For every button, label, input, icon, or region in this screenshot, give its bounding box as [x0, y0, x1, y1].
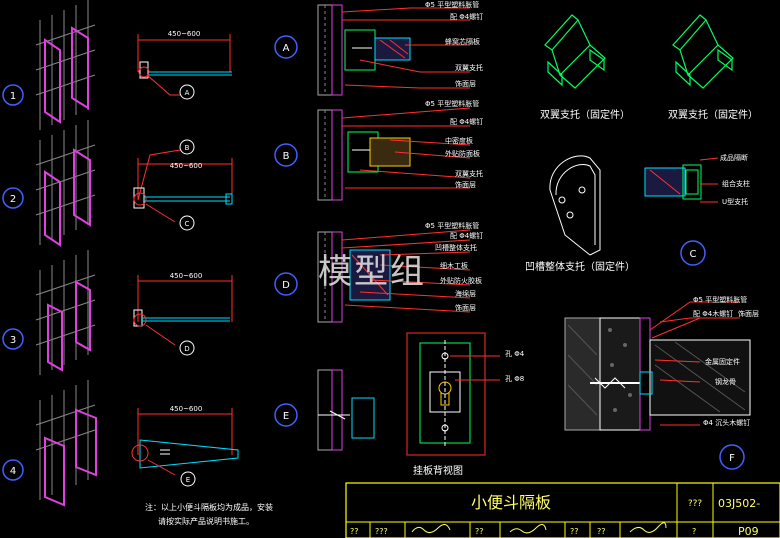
- label-d-5: 海绵层: [455, 289, 476, 298]
- wing-support-2-label: 双翼支托（固定件）: [668, 108, 758, 121]
- wing-support-1-label: 双翼支托（固定件）: [540, 108, 630, 121]
- title-block: 小便斗隔板 ??? 03J502- P09 ?? ??? ?? ?? ?? ?: [345, 482, 780, 538]
- plan-view-1: 450~600 A: [137, 30, 232, 100]
- label-a-1: 配 Φ4螺钉: [450, 12, 483, 21]
- dimension-label: 450~600: [170, 162, 203, 170]
- callout-a-plan: A: [185, 89, 190, 97]
- detail-marker-c: C: [690, 249, 697, 260]
- variant-marker-1: 1: [2, 84, 24, 106]
- title-block-q1: ???: [688, 499, 703, 509]
- signature-3: [629, 522, 667, 533]
- label-c-2: U型支托: [722, 197, 748, 206]
- tb-cell-1: ???: [375, 527, 388, 536]
- board-back-title: 挂板背视图: [413, 464, 463, 477]
- callout-d-plan: D: [184, 345, 189, 353]
- board-back-view: 孔 Φ4 孔 Φ8 挂板背视图: [406, 332, 525, 477]
- iso-sketch-1: [35, 0, 96, 130]
- dimension-label: 450~600: [170, 272, 203, 280]
- tb-cell-2: ??: [475, 527, 484, 536]
- detail-marker-d: D: [282, 280, 290, 291]
- variant-number: 3: [10, 335, 16, 346]
- label-a-4: 饰面层: [455, 79, 476, 88]
- label-f-4: 钢龙骨: [715, 377, 736, 386]
- plan-view-2: B 450~600 C: [133, 139, 233, 231]
- detail-c: 成品隔断 组合支柱 U型支托 C: [644, 153, 750, 266]
- dimension-label: 450~600: [168, 30, 201, 38]
- hole-label-2: 孔 Φ8: [505, 375, 524, 383]
- page-number: P09: [738, 525, 759, 538]
- signature-2: [509, 524, 547, 534]
- groove-support: [549, 155, 601, 256]
- label-b-4: 双翼支托: [455, 169, 483, 178]
- plan-view-3: 450~600 D: [133, 272, 233, 356]
- iso-sketch-4: [35, 380, 97, 507]
- note-block: 注：以上小便斗隔板均为成品，安装 请按实际产品说明书施工。: [145, 502, 273, 526]
- plan-views: 450~600 A B 450~600 C: [131, 30, 239, 487]
- label-c-0: 成品隔断: [720, 153, 748, 162]
- variant-markers: 1 2 3 4: [2, 84, 24, 481]
- callout-b-plan: B: [185, 144, 190, 152]
- note-line-1: 注：以上小便斗隔板均为成品，安装: [145, 502, 273, 512]
- label-f-3: 金属固定件: [705, 357, 740, 366]
- label-f-0: 饰面层: [738, 309, 759, 318]
- label-d-6: 饰面层: [455, 303, 476, 312]
- label-c-1: 组合支柱: [722, 179, 750, 188]
- isometric-sketches: [35, 0, 97, 507]
- label-d-2: 凹槽整体支托: [435, 243, 477, 252]
- label-d-1: 配 Φ4螺钉: [450, 231, 483, 240]
- variant-number: 4: [10, 466, 16, 477]
- watermark: 模型组: [318, 252, 426, 292]
- tb-cell-4: ??: [597, 527, 606, 536]
- groove-support-label: 凹槽整体支托（固定件）: [525, 260, 635, 273]
- variant-marker-2: 2: [2, 187, 24, 209]
- label-b-2: 中密度板: [445, 136, 473, 145]
- tb-cell-6: ?: [692, 527, 696, 536]
- drawing-title: 小便斗隔板: [471, 493, 551, 512]
- tb-cell-3: ??: [570, 527, 579, 536]
- label-f-2: 配 Φ4木螺钉: [693, 309, 733, 318]
- variant-marker-4: 4: [2, 459, 24, 481]
- label-d-0: Φ5 平型塑料胀管: [425, 221, 479, 230]
- variant-number: 2: [10, 194, 16, 205]
- tb-cell-0: ??: [350, 527, 359, 536]
- callout-e-plan: E: [186, 476, 190, 484]
- label-f-5: Φ4 沉头木螺钉: [703, 418, 750, 427]
- detail-marker-e: E: [283, 411, 289, 422]
- note-line-2: 请按实际产品说明书施工。: [158, 516, 254, 526]
- label-b-5: 饰面层: [455, 180, 476, 189]
- label-f-1: Φ5 平型塑料胀管: [693, 295, 747, 304]
- detail-labels: Φ5 平型塑料胀管 配 Φ4螺钉 蜂窝芯隔板 双翼支托 饰面层 Φ5 平型塑料胀…: [425, 0, 483, 312]
- label-b-3: 外贴防面板: [445, 149, 480, 158]
- drawing-number: 03J502-: [718, 497, 760, 510]
- plan-view-4: 450~600 E: [131, 405, 239, 487]
- label-b-1: 配 Φ4螺钉: [450, 117, 483, 126]
- variant-marker-3: 3: [2, 328, 24, 350]
- variant-number: 1: [10, 91, 16, 102]
- label-d-3: 细木工板: [440, 261, 468, 270]
- label-b-0: Φ5 平型塑料胀管: [425, 99, 479, 108]
- label-a-3: 双翼支托: [455, 63, 483, 72]
- label-d-4: 外贴防火胶板: [440, 276, 482, 285]
- wing-support-1: [544, 14, 606, 89]
- detail-f: 饰面层 Φ5 平型塑料胀管 配 Φ4木螺钉 金属固定件 钢龙骨 Φ4 沉头木螺钉…: [564, 295, 759, 470]
- callout-c-plan: C: [185, 220, 190, 228]
- detail-leaders: [341, 7, 471, 313]
- detail-marker-b: B: [283, 151, 290, 162]
- wing-support-2: [672, 14, 734, 89]
- detail-marker-f: F: [729, 453, 735, 464]
- detail-marker-a: A: [283, 43, 290, 54]
- wall-sections: [317, 4, 411, 451]
- detail-markers: A B D E: [274, 35, 298, 427]
- iso-sketch-3: [35, 250, 96, 375]
- hole-label-1: 孔 Φ4: [505, 350, 525, 358]
- label-a-2: 蜂窝芯隔板: [445, 37, 480, 46]
- label-a-0: Φ5 平型塑料胀管: [425, 0, 479, 9]
- iso-sketch-2: [35, 120, 96, 247]
- dimension-label: 450~600: [170, 405, 203, 413]
- signature-1: [411, 524, 451, 534]
